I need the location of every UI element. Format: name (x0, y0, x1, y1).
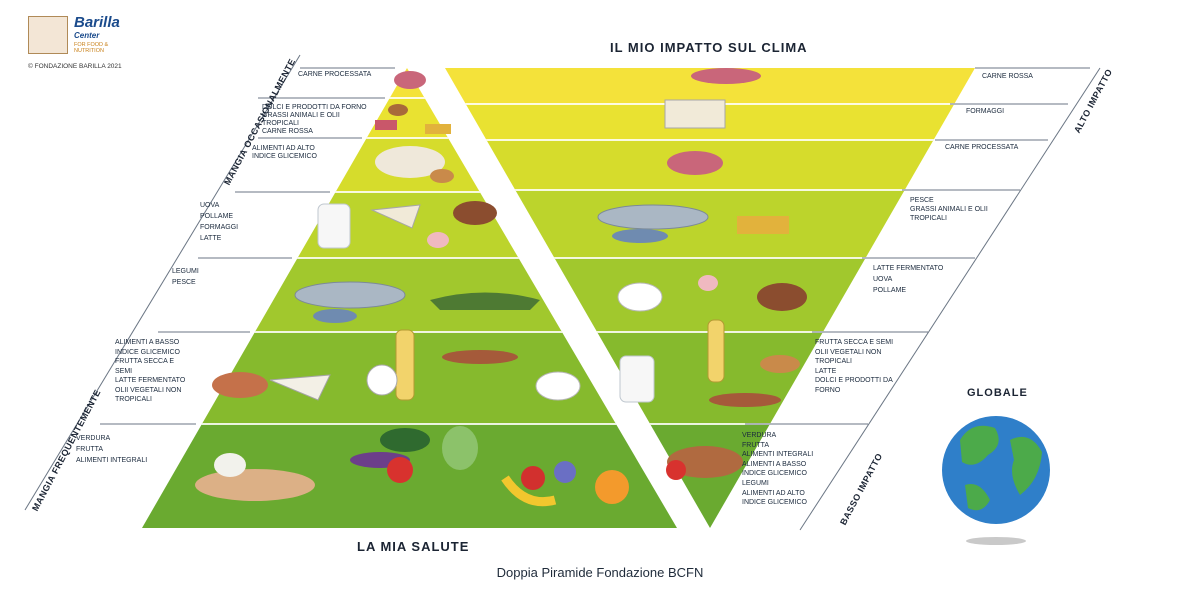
climate-level-3-label: CARNE PROCESSATA (945, 144, 1019, 151)
health-level-3-label: ALIMENTI AD ALTO INDICE GLICEMICO (252, 145, 317, 160)
health-level-1-label: CARNE PROCESSATA (298, 71, 372, 78)
climate-level-1-label: CARNE ROSSA (982, 73, 1033, 80)
barilla-center-logo: Barilla Center FOR FOOD & NUTRITION (28, 12, 138, 62)
health-level-5-label: LEGUMI PESCE (172, 268, 199, 286)
health-level-7-label: VERDURA FRUTTA ALIMENTI INTEGRALI (76, 435, 148, 464)
health-level-6-label: ALIMENTI A BASSO INDICE GLICEMICO FRUTTA… (115, 339, 186, 403)
image-caption: Doppia Piramide Fondazione BCFN (496, 565, 704, 580)
climate-level-2-label: FORMAGGI (966, 108, 1005, 115)
climate-label-guides (745, 67, 1101, 531)
climate-food-illustrations (597, 68, 807, 480)
health-title: LA MIA SALUTE (357, 539, 470, 554)
copyright-text: © FONDAZIONE BARILLA 2021 (28, 63, 122, 70)
health-level-2-label: DOLCI E PRODOTTI DA FORNO GRASSI ANIMALI… (262, 104, 367, 135)
health-food-illustrations (195, 71, 629, 507)
logo-brand-sub: Center (74, 31, 100, 40)
logo-tagline: FOR FOOD & NUTRITION (74, 42, 109, 54)
climate-level-7-label: VERDURA FRUTTA ALIMENTI INTEGRALI ALIMEN… (742, 432, 814, 507)
climate-title: IL MIO IMPATTO SUL CLIMA (610, 40, 808, 55)
climate-level-4-label: PESCE GRASSI ANIMALI E OLII TROPICALI (910, 197, 988, 222)
health-label-guides (24, 54, 395, 511)
climate-tier-4 (445, 190, 975, 258)
climate-level-6-label: FRUTTA SECCA E SEMI OLII VEGETALI NON TR… (815, 339, 894, 394)
globe-illustration (942, 416, 1050, 545)
logo-mark-icon (28, 16, 68, 54)
globe-title: GLOBALE (967, 387, 1028, 399)
climate-level-5-label: LATTE FERMENTATO UOVA POLLAME (873, 265, 944, 294)
health-level-4-label: UOVA POLLAME FORMAGGI LATTE (200, 202, 239, 242)
logo-brand-name: Barilla (74, 14, 120, 31)
